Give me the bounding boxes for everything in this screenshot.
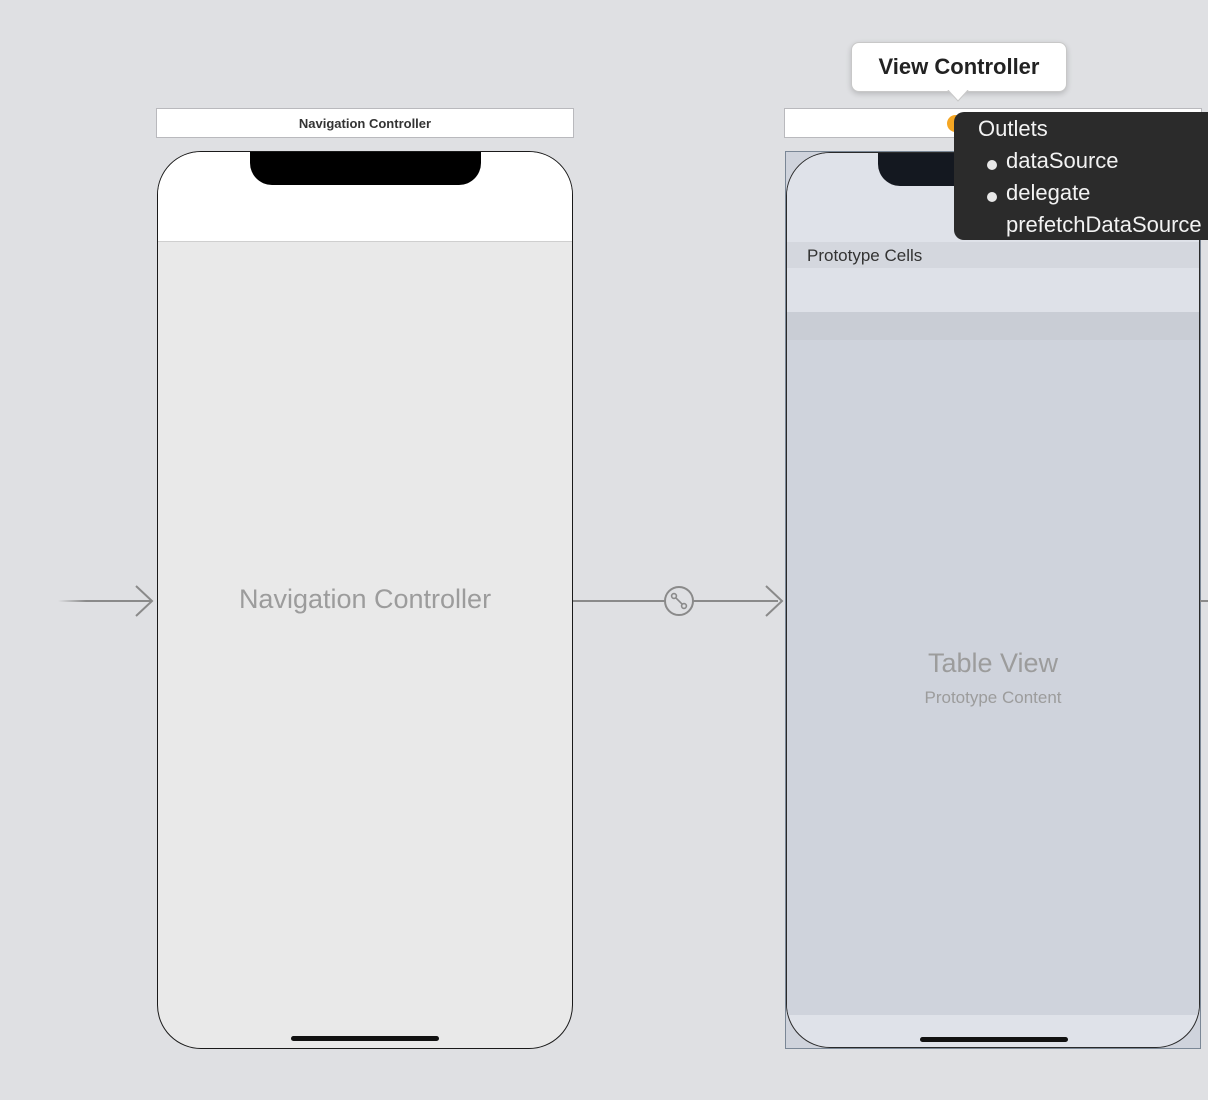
outlet-connected-dot-icon [987, 160, 997, 170]
home-indicator [920, 1037, 1068, 1042]
arrow-head-icon [765, 585, 784, 617]
outlet-label: dataSource [1006, 148, 1119, 173]
outlets-heading: Outlets [978, 116, 1048, 141]
view-controller-tooltip: View Controller [851, 42, 1067, 92]
outlet-connected-dot-icon [987, 192, 997, 202]
tooltip-pointer-icon [947, 88, 969, 102]
outlet-label: prefetchDataSource [1006, 212, 1202, 237]
arrow-head-icon [135, 585, 154, 617]
table-view-subtitle: Prototype Content [924, 688, 1062, 707]
navigation-controller-scene[interactable]: Navigation Controller [157, 151, 573, 1049]
prototype-cells-label: Prototype Cells [807, 246, 923, 265]
scene-placeholder-label: Navigation Controller [238, 584, 492, 614]
table-divider [787, 312, 1199, 340]
outlets-popup: Outlets dataSource delegate prefetchData… [954, 112, 1208, 240]
outlet-label: delegate [1006, 180, 1091, 205]
outgoing-segue-line[interactable] [1200, 600, 1208, 602]
device-notch [250, 152, 481, 185]
view-controller-scene[interactable]: Prototype Cells Table View Prototype Con… [786, 152, 1200, 1048]
prototype-cell[interactable] [787, 268, 1199, 312]
segue-link-icon[interactable] [662, 584, 696, 618]
navigation-controller-scene-bar[interactable]: Navigation Controller [156, 108, 574, 138]
table-view[interactable]: Prototype Cells [787, 242, 1199, 1015]
table-view-title: Table View [927, 648, 1059, 678]
home-indicator [291, 1036, 439, 1041]
prototype-cells-header: Prototype Cells [787, 242, 1199, 268]
